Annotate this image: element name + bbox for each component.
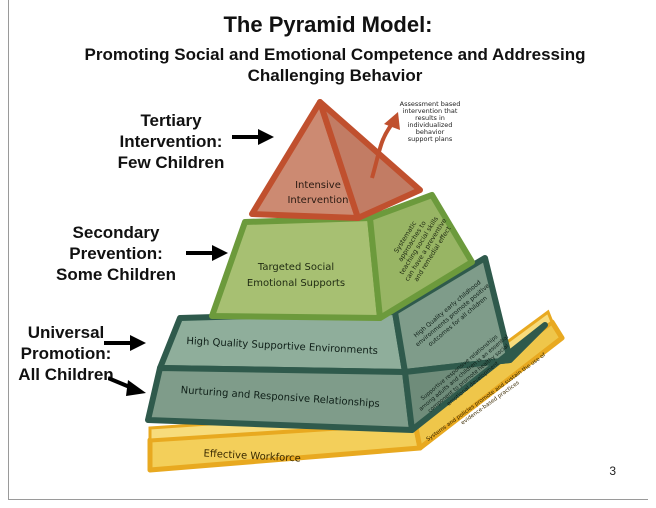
slide-title: The Pyramid Model: — [223, 12, 433, 37]
tertiary-tier-line2: Intervention — [287, 195, 348, 206]
secondary-tier-line2: Emotional Supports — [247, 278, 345, 289]
secondary-label: Secondary Prevention: Some Children — [56, 223, 176, 284]
svg-text:intervention that: intervention that — [403, 107, 458, 115]
assessment-arrowhead-icon — [384, 112, 400, 130]
page-number: 3 — [609, 464, 616, 478]
tertiary-layer — [249, 99, 423, 221]
svg-text:support plans: support plans — [408, 135, 453, 143]
svg-text:individualized: individualized — [408, 121, 453, 129]
universal-arrow-upper-icon — [104, 335, 146, 351]
secondary-tier-line1: Targeted Social — [257, 262, 334, 273]
tertiary-arrow-icon — [232, 129, 274, 145]
secondary-arrow-icon — [186, 245, 228, 261]
slide-bottom-border — [8, 499, 648, 500]
tertiary-tier-line1: Intensive — [295, 180, 341, 191]
slide-left-border — [8, 0, 9, 500]
foundation-label: Effective Workforce — [203, 448, 301, 464]
tertiary-label: Tertiary Intervention: Few Children — [117, 111, 225, 172]
assessment-note: Assessment based intervention that resul… — [400, 100, 461, 143]
svg-text:Assessment based: Assessment based — [400, 100, 461, 108]
svg-text:behavior: behavior — [416, 128, 445, 136]
universal-arrow-lower-icon — [108, 376, 146, 396]
universal-layer — [145, 255, 548, 433]
svg-text:results in: results in — [415, 114, 445, 122]
slide-subtitle: Promoting Social and Emotional Competenc… — [84, 45, 586, 85]
universal-label: Universal Promotion: All Children — [18, 323, 114, 384]
assessment-curve-arrow-icon — [370, 122, 394, 179]
